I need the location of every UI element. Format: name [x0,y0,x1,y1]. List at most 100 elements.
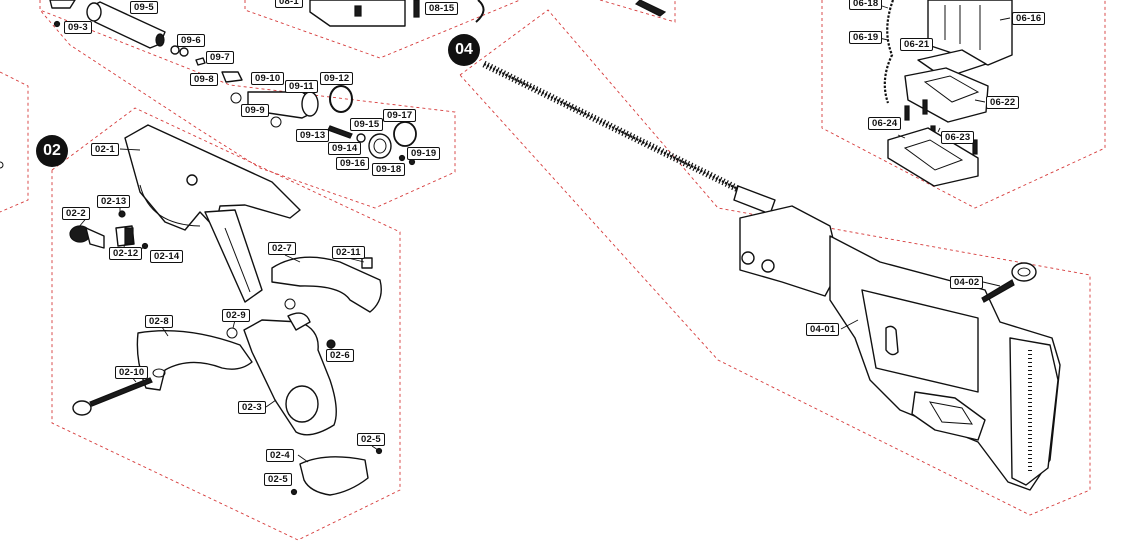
part-02-10-bolt [89,377,153,407]
border-group-09 [39,0,456,209]
part-02-1-pin [186,174,198,186]
group-badge-02: 02 [36,135,68,167]
part-06-18-spring [883,0,895,104]
callout: 02-3 [238,401,266,414]
part-09-9-ring [230,92,242,104]
part-06-16-magazine [927,0,1013,66]
part-02-10-head [72,400,92,416]
part-06-22-follower [904,67,989,123]
part-09-3 [49,0,76,9]
callout: 09-12 [320,72,354,85]
part-04-spring-outer [482,60,742,194]
callout: 02-8 [145,315,173,328]
part-02-4-cap [299,456,369,496]
part-09-3-screw [53,20,61,28]
callout: 09-3 [64,21,92,34]
part-02-3-recess [285,385,319,423]
callout: 02-4 [266,449,294,462]
group-06-parts [883,0,1013,187]
border-group-06 [821,0,1106,209]
group-09-parts [49,0,417,166]
callout: 06-16 [1012,12,1046,25]
callout: 02-5 [357,433,385,446]
part-02-1-trigger-guard [139,184,201,227]
part-04-01-buttpad [1009,337,1059,486]
part-04-adapter-knob1 [741,251,755,265]
group-04-parts [482,60,1061,491]
part-02-9-washer2 [284,298,296,310]
callout: 09-6 [177,34,205,47]
part-06-16-window [944,5,981,50]
part-06-23-screw-2 [922,99,928,115]
part-06-23-screw-4 [972,139,978,155]
part-04-02-knob [1011,262,1037,282]
part-09-9-ring2 [270,116,282,128]
callout: 06-23 [941,131,975,144]
part-09-13-spring [327,125,353,139]
callout: 08-15 [425,2,459,15]
part-top-spring [634,0,667,17]
group-badge-04: 04 [448,34,480,66]
part-04-01-lower-recess [911,391,986,441]
part-02-3-knob [287,312,311,331]
part-06-24-baseplate [887,127,979,187]
callout: 09-19 [407,147,441,160]
callout: 09-15 [350,118,384,131]
part-02-6-screw [326,339,336,349]
part-04-02-knob-ring [1017,267,1031,277]
part-06-23-screw-1 [904,105,910,121]
part-02-11-nut [361,257,373,269]
part-06-24-inner [903,139,964,171]
part-02-7-guard [271,256,382,313]
part-02-8-hole [152,368,166,378]
callout: 06-19 [849,31,883,44]
part-04-01-recess-inner [928,401,973,425]
part-04-adapter [739,205,841,297]
part-09-18 [398,154,406,162]
border-group-left [0,71,29,213]
part-08-1-slot [354,5,362,17]
callout: 08-1 [275,0,303,8]
callout: 09-10 [251,72,285,85]
border-group-08 [244,0,521,59]
callout: 02-2 [62,207,90,220]
callout: 09-9 [241,104,269,117]
part-09-7 [195,57,206,66]
border-group-04 [459,9,1091,516]
group-08-parts [309,0,667,27]
part-02-1-frame [124,124,301,231]
part-04-spring [483,63,741,191]
part-02-9-washer [226,327,238,339]
group-borders [0,0,1106,541]
part-09-19 [408,158,416,166]
part-09-15 [356,133,366,143]
part-09-17-ring [393,121,417,147]
part-02-12-face [124,227,134,245]
callout: 02-11 [332,246,365,259]
callout: 06-18 [849,0,883,10]
callout: 09-18 [372,163,406,176]
callout: 09-16 [336,157,370,170]
callout: 09-5 [130,1,158,14]
callout: 09-7 [206,51,234,64]
part-08-15-pin [413,0,420,18]
part-left-fragment [0,161,4,169]
part-02-1-grip-insert [204,209,263,303]
part-09-5-end [155,33,165,47]
part-09-11-head [301,91,319,117]
callout: 06-22 [986,96,1020,109]
border-group-02 [51,107,401,541]
callout: 02-10 [115,366,149,379]
callout: 09-8 [190,73,218,86]
callout: 09-11 [285,80,318,93]
callout: 02-12 [109,247,143,260]
callout: 09-14 [328,142,362,155]
part-02-8-grip-panel [136,330,253,391]
part-08-hook [475,0,485,23]
border-group-top-mid [599,0,676,23]
group-02-parts [69,124,383,496]
part-09-12-oring [329,85,353,113]
part-02-5-pin2 [290,488,298,496]
